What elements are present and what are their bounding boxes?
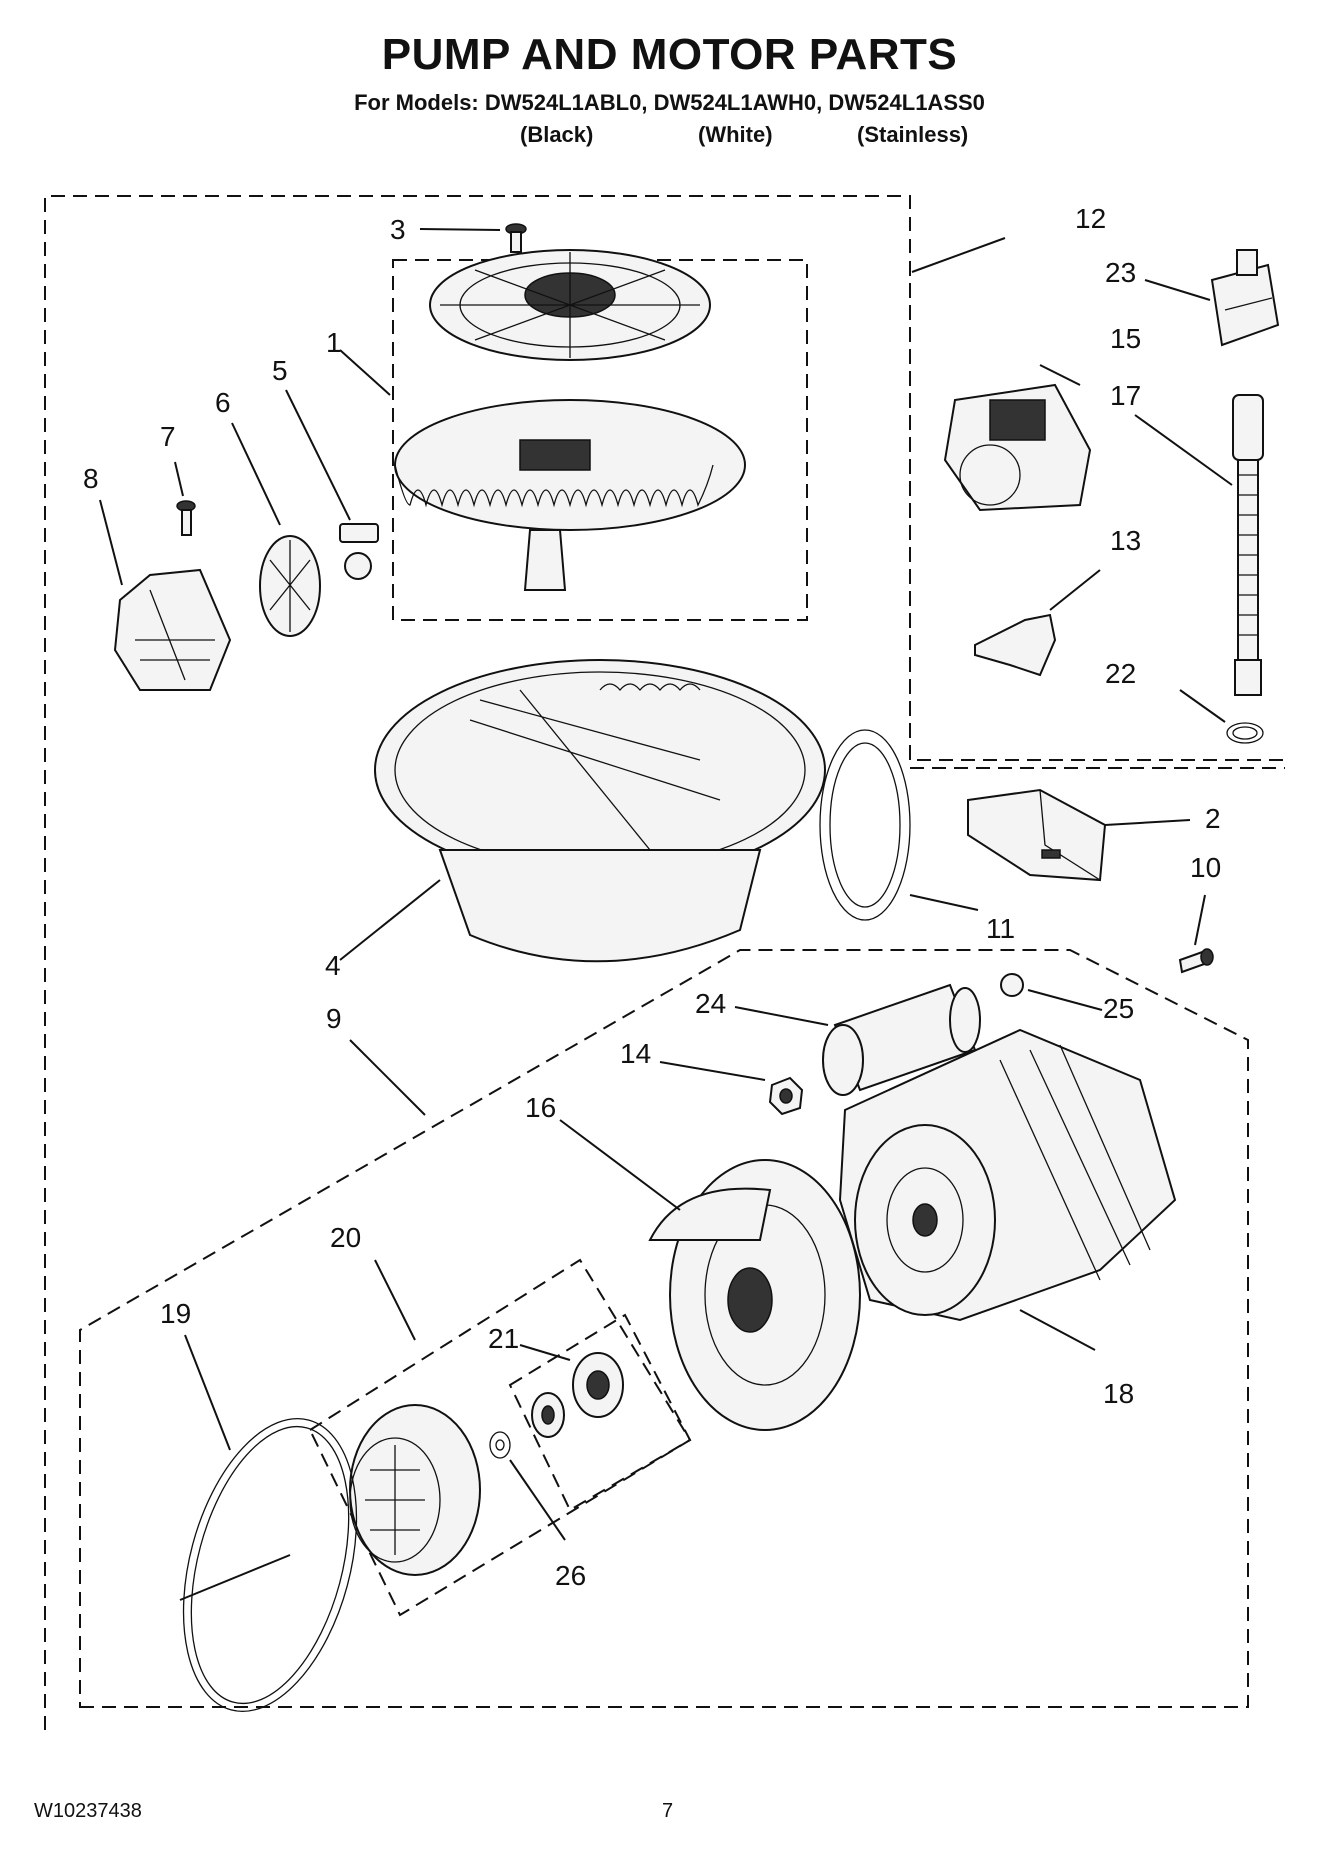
callout-12: 12 — [1075, 203, 1106, 234]
callout-16: 16 — [525, 1092, 556, 1123]
callout-8: 8 — [83, 463, 99, 494]
part-5-diaphragm — [339, 523, 379, 580]
part-25-plug — [1000, 973, 1024, 997]
callout-23: 23 — [1105, 257, 1136, 288]
page-title: PUMP AND MOTOR PARTS — [381, 30, 958, 79]
callout-14: 14 — [620, 1038, 651, 1069]
callout-4: 4 — [325, 950, 341, 981]
callout-11: 11 — [986, 913, 1015, 944]
part-15-drain-pump — [943, 383, 1092, 512]
page-number: 7 — [662, 1800, 674, 1822]
callout-17: 17 — [1110, 380, 1141, 411]
variant-white: (White) — [698, 122, 773, 147]
part-10-screw — [1178, 948, 1214, 974]
variant-black: (Black) — [520, 122, 594, 147]
part-13-clip — [974, 613, 1057, 677]
callout-13: 13 — [1110, 525, 1141, 556]
callout-20: 20 — [330, 1222, 361, 1253]
callout-7: 7 — [160, 421, 176, 452]
callout-9: 9 — [326, 1003, 342, 1034]
part-8-chopper-housing — [113, 568, 232, 691]
part-2-cover — [967, 788, 1107, 882]
inner-boundary-1 — [392, 259, 808, 621]
part-4-sump — [374, 659, 826, 963]
outer-dashed-boundary — [44, 195, 1285, 1730]
part-3-screw — [505, 223, 527, 253]
part-19-gasket — [182, 1417, 358, 1713]
variant-stainless: (Stainless) — [857, 122, 969, 147]
leader-lines — [99, 228, 1233, 1601]
part-26-washer — [489, 1431, 511, 1459]
part-20-wash-impeller — [349, 1404, 481, 1576]
callout-1: 1 — [326, 327, 342, 358]
callout-24: 24 — [695, 988, 726, 1019]
callout-2: 2 — [1205, 803, 1221, 834]
part-18-motor — [838, 1028, 1177, 1322]
callout-25: 25 — [1103, 993, 1134, 1024]
part-16-pump-housing — [648, 1159, 861, 1431]
part-7-screw — [176, 500, 196, 536]
callout-3: 3 — [390, 214, 406, 245]
part-23-sensor — [1210, 249, 1280, 347]
models-line: For Models: DW524L1ABL0, DW524L1AWH0, DW… — [354, 90, 985, 115]
callout-5: 5 — [272, 355, 288, 386]
part-22-clamp — [1226, 722, 1264, 744]
part-17-hose — [1232, 394, 1264, 696]
sub-assembly-boundary-12 — [909, 262, 1285, 769]
part-1-filter-assembly — [394, 249, 746, 591]
seal-kit-boundary-21 — [508, 1313, 692, 1512]
callout-22: 22 — [1105, 658, 1136, 689]
callout-18: 18 — [1103, 1378, 1134, 1409]
part-21-seal — [531, 1352, 624, 1438]
callout-15: 15 — [1110, 323, 1141, 354]
document-number: W10237438 — [34, 1800, 142, 1822]
part-14-nut — [768, 1076, 804, 1116]
part-6-impeller — [259, 535, 321, 637]
callout-26: 26 — [555, 1560, 586, 1591]
motor-assembly-boundary-9 — [79, 949, 1249, 1708]
callout-6: 6 — [215, 387, 231, 418]
callout-21: 21 — [488, 1323, 519, 1354]
callout-10: 10 — [1190, 852, 1221, 883]
part-11-gasket — [819, 729, 911, 921]
callout-19: 19 — [160, 1298, 191, 1329]
